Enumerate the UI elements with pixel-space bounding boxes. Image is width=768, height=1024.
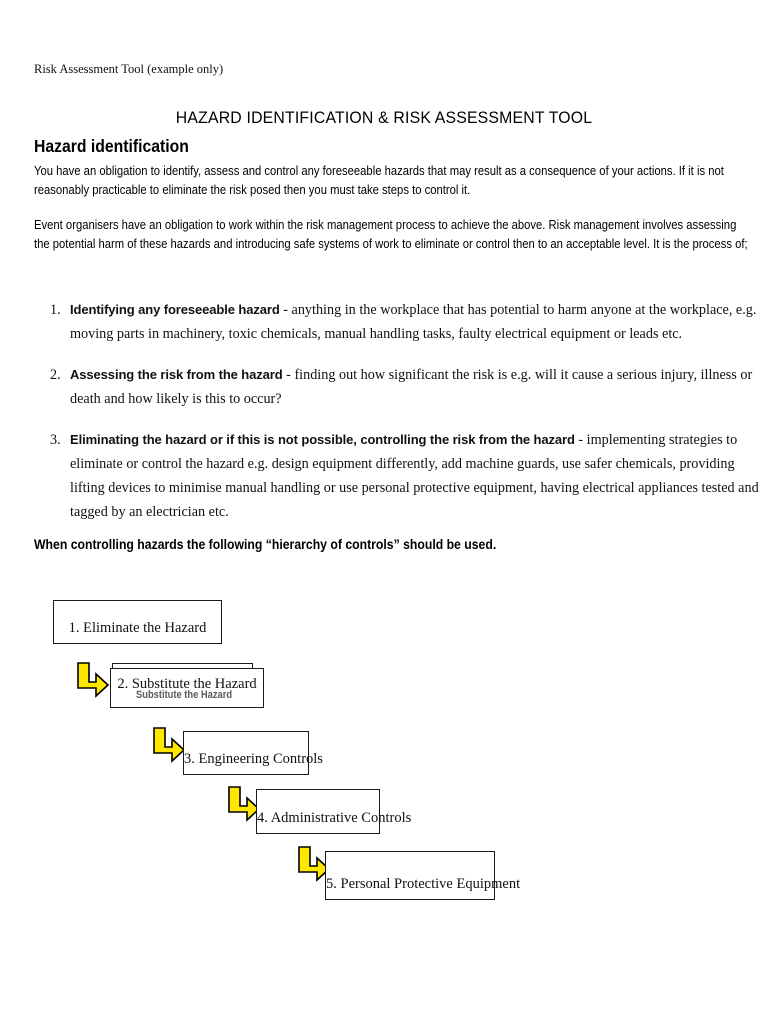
list-item: 3. Eliminating the hazard or if this is n… (34, 428, 764, 524)
list-item-body: - finding out how significant the risk i… (70, 367, 753, 407)
list-item-body: - anything in the workplace that has pot… (70, 302, 757, 342)
hierarchy-box-label: 2. Substitute the Hazard (117, 676, 257, 692)
hierarchy-box-eliminate: 1. Eliminate the Hazard (53, 600, 222, 644)
elbow-arrow-icon (77, 662, 110, 698)
elbow-arrow-icon (228, 786, 261, 822)
list-item: 1. Identifying any foreseeable hazard - a… (34, 298, 764, 346)
list-item-number: 3. (50, 432, 61, 448)
hierarchy-box-substitute: 2. Substitute the Hazard (110, 668, 264, 708)
list-item-number: 1. (50, 302, 61, 318)
list-item-lead: Identifying any foreseeable hazard (70, 302, 280, 317)
hierarchy-box-ppe: 5. Personal Protective Equipment (325, 851, 521, 900)
elbow-arrow-icon (298, 846, 331, 882)
list-item-body: - implementing strategies to eliminate o… (70, 432, 759, 520)
hierarchy-box-label: 3. Engineering Controls (184, 751, 323, 767)
document-header: Risk Assessment Tool (example only) (34, 62, 224, 76)
hierarchy-box-label: 5. Personal Protective Equipment (326, 876, 521, 892)
section-heading: Hazard identification (34, 136, 189, 156)
hierarchy-statement: When controlling hazards the following “… (34, 537, 497, 552)
list-item: 2. Assessing the risk from the hazard - f… (34, 363, 764, 411)
hierarchy-box-substitute-back (112, 663, 253, 683)
intro-paragraph-1: You have an obligation to identify, asse… (34, 163, 724, 197)
list-item-lead: Assessing the risk from the hazard (70, 367, 283, 382)
list-item-number: 2. (50, 367, 61, 383)
elbow-arrow-icon (153, 727, 186, 763)
hierarchy-box-label: 1. Eliminate the Hazard (68, 620, 207, 636)
list-item-lead: Eliminating the hazard or if this is not… (70, 432, 575, 447)
hierarchy-box-engineering: 3. Engineering Controls (183, 731, 323, 775)
hierarchy-box-ghost-label: Substitute the Hazard (136, 689, 233, 701)
page-title: HAZARD IDENTIFICATION & RISK ASSESSMENT … (175, 108, 593, 127)
intro-paragraph-2: Event organisers have an obligation to w… (34, 217, 748, 251)
hierarchy-box-administrative: 4. Administrative Controls (256, 789, 412, 834)
hierarchy-box-label: 4. Administrative Controls (257, 810, 412, 826)
process-list: 1. Identifying any foreseeable hazard - a… (34, 298, 764, 541)
